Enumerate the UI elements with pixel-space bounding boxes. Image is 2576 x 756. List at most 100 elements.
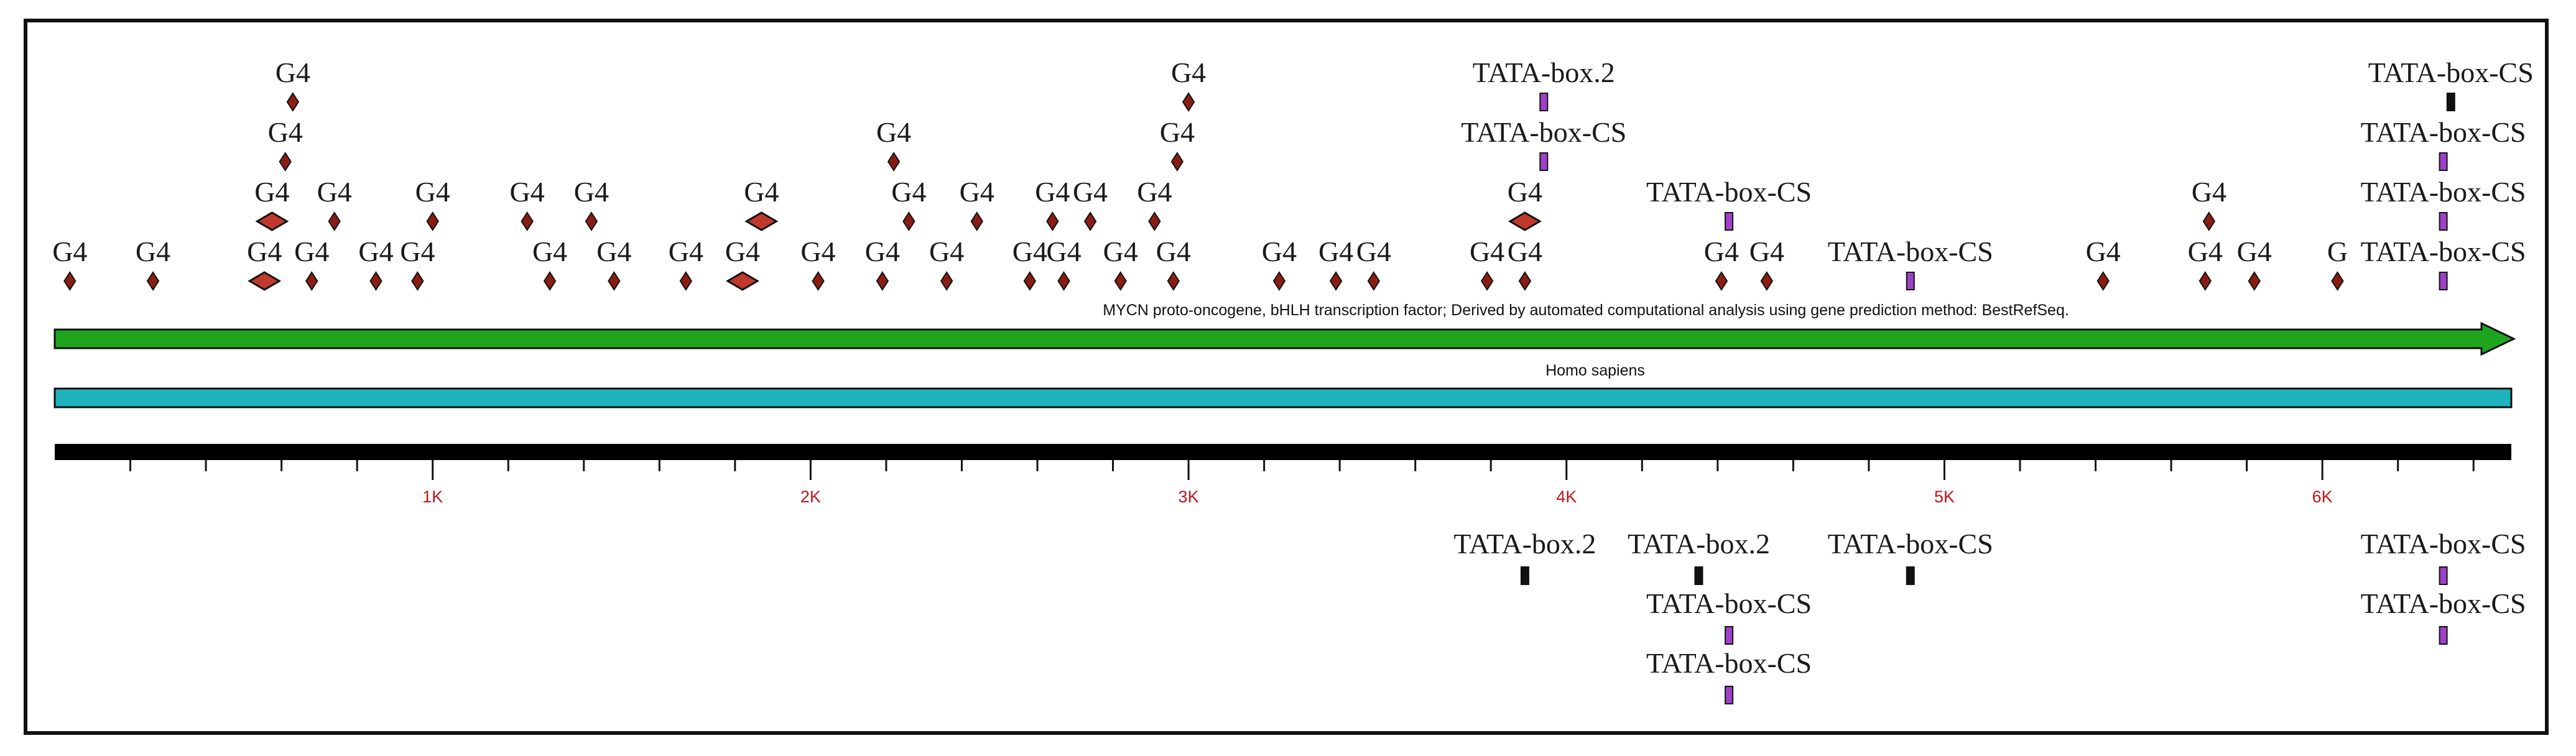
g4-marker[interactable] bbox=[970, 211, 983, 231]
tata-box-black-marker[interactable] bbox=[1906, 566, 1915, 585]
tata-box-marker[interactable] bbox=[2439, 212, 2448, 231]
g4-label: G4 bbox=[52, 236, 87, 267]
g4-label: G4 bbox=[1749, 236, 1784, 267]
gene-arrow[interactable] bbox=[53, 321, 2516, 356]
ruler-tick-label: 6K bbox=[2312, 487, 2333, 506]
g4-marker[interactable] bbox=[1046, 211, 1059, 231]
tata-box-black-marker[interactable] bbox=[2446, 93, 2455, 111]
g4-label: G4 bbox=[929, 236, 964, 267]
g4-marker[interactable] bbox=[585, 211, 598, 231]
tata-box-label: TATA-box-CS bbox=[1828, 528, 1993, 560]
tata-box-label: TATA-box.2 bbox=[1473, 57, 1615, 88]
g4-marker[interactable] bbox=[63, 271, 76, 291]
tata-box-label: TATA-box-CS bbox=[1646, 588, 1812, 619]
g4-marker[interactable] bbox=[726, 271, 759, 291]
g4-marker[interactable] bbox=[2096, 271, 2110, 291]
g4-marker[interactable] bbox=[1023, 271, 1037, 291]
ruler-tick-label: 4K bbox=[1556, 487, 1577, 506]
g4-marker[interactable] bbox=[1114, 271, 1127, 291]
g4-marker[interactable] bbox=[411, 271, 424, 291]
g4-marker[interactable] bbox=[255, 211, 289, 231]
g4-marker[interactable] bbox=[279, 152, 292, 172]
g4-label: G4 bbox=[2192, 176, 2226, 208]
g4-marker[interactable] bbox=[812, 271, 825, 291]
g4-label: G4 bbox=[800, 236, 835, 267]
g4-marker[interactable] bbox=[1715, 271, 1728, 291]
g4-marker[interactable] bbox=[2198, 271, 2212, 291]
gene-track: MYCN proto-oncogene, bHLH transcription … bbox=[53, 302, 2516, 356]
tata-box-marker[interactable] bbox=[1725, 626, 1734, 645]
g4-marker[interactable] bbox=[876, 271, 889, 291]
ruler-tick-label: 2K bbox=[800, 487, 821, 506]
g4-marker[interactable] bbox=[679, 271, 693, 291]
tata-box-marker[interactable] bbox=[2439, 272, 2448, 290]
g4-marker[interactable] bbox=[328, 211, 341, 231]
g4-label: G4 bbox=[1012, 236, 1047, 267]
g4-marker[interactable] bbox=[1057, 271, 1070, 291]
organism-bar[interactable] bbox=[53, 387, 2513, 408]
tata-box-black-marker[interactable] bbox=[1694, 566, 1703, 585]
g4-marker[interactable] bbox=[887, 152, 901, 172]
ruler-tick-label: 5K bbox=[1934, 487, 1955, 506]
tata-box-marker[interactable] bbox=[2439, 626, 2448, 645]
tata-box-marker[interactable] bbox=[1725, 212, 1734, 231]
g4-marker[interactable] bbox=[1167, 271, 1180, 291]
g4-label: G4 bbox=[865, 236, 900, 267]
g4-marker[interactable] bbox=[1367, 271, 1381, 291]
g4-marker[interactable] bbox=[1760, 271, 1774, 291]
g4-label: G4 bbox=[400, 236, 435, 267]
tata-box-marker[interactable] bbox=[2439, 566, 2448, 585]
g4-marker[interactable] bbox=[521, 211, 534, 231]
g4-marker[interactable] bbox=[248, 271, 282, 291]
g4-label: G4 bbox=[1035, 176, 1070, 208]
tata-box-marker[interactable] bbox=[1906, 272, 1915, 290]
g4-marker[interactable] bbox=[1508, 211, 1542, 231]
g4-marker[interactable] bbox=[902, 211, 915, 231]
ruler-tick-label: 1K bbox=[422, 487, 443, 506]
g4-marker[interactable] bbox=[2248, 271, 2261, 291]
g4-marker[interactable] bbox=[1148, 211, 1161, 231]
g4-marker[interactable] bbox=[146, 271, 160, 291]
g4-marker[interactable] bbox=[1182, 92, 1195, 112]
g4-label: G4 bbox=[744, 176, 779, 208]
g4-label: G4 bbox=[276, 57, 310, 88]
tata-box-marker[interactable] bbox=[1725, 686, 1734, 704]
tata-box-marker[interactable] bbox=[1539, 93, 1549, 111]
sequence-map-frame bbox=[24, 19, 2549, 735]
tata-box-black-marker[interactable] bbox=[1520, 566, 1529, 585]
g4-label: G4 bbox=[247, 236, 282, 267]
tata-box-marker[interactable] bbox=[2439, 152, 2448, 171]
g4-marker[interactable] bbox=[608, 271, 621, 291]
g4-marker[interactable] bbox=[2202, 211, 2216, 231]
tata-box-marker[interactable] bbox=[1539, 152, 1549, 171]
g4-marker[interactable] bbox=[940, 271, 953, 291]
g4-marker[interactable] bbox=[286, 92, 300, 112]
g4-marker[interactable] bbox=[744, 211, 779, 231]
g4-marker[interactable] bbox=[1170, 152, 1184, 172]
g4-label: G4 bbox=[1160, 116, 1195, 148]
g4-marker[interactable] bbox=[543, 271, 557, 291]
tata-box-label: TATA-box.2 bbox=[1628, 528, 1770, 560]
g4-label: G4 bbox=[1262, 236, 1297, 267]
g4-label: G4 bbox=[596, 236, 631, 267]
g4-label: G4 bbox=[891, 176, 926, 208]
g4-marker[interactable] bbox=[1480, 271, 1494, 291]
g4-label: G4 bbox=[136, 236, 170, 267]
g4-marker[interactable] bbox=[426, 211, 439, 231]
gene-track-caption: MYCN proto-oncogene, bHLH transcription … bbox=[1103, 302, 2069, 319]
g4-marker[interactable] bbox=[2331, 271, 2344, 291]
g4-label: G4 bbox=[509, 176, 544, 208]
tata-box-label: TATA-box.2 bbox=[1453, 528, 1596, 560]
g4-label: G4 bbox=[1318, 236, 1353, 267]
g4-marker[interactable] bbox=[1329, 271, 1343, 291]
g4-marker[interactable] bbox=[369, 271, 382, 291]
g4-marker[interactable] bbox=[1518, 271, 1532, 291]
g4-label: G4 bbox=[960, 176, 994, 208]
g4-marker[interactable] bbox=[305, 271, 318, 291]
g4-marker[interactable] bbox=[1272, 271, 1286, 291]
tata-box-label: TATA-box-CS bbox=[2361, 116, 2526, 148]
g4-label: G4 bbox=[2237, 236, 2272, 267]
g4-marker[interactable] bbox=[1083, 211, 1097, 231]
